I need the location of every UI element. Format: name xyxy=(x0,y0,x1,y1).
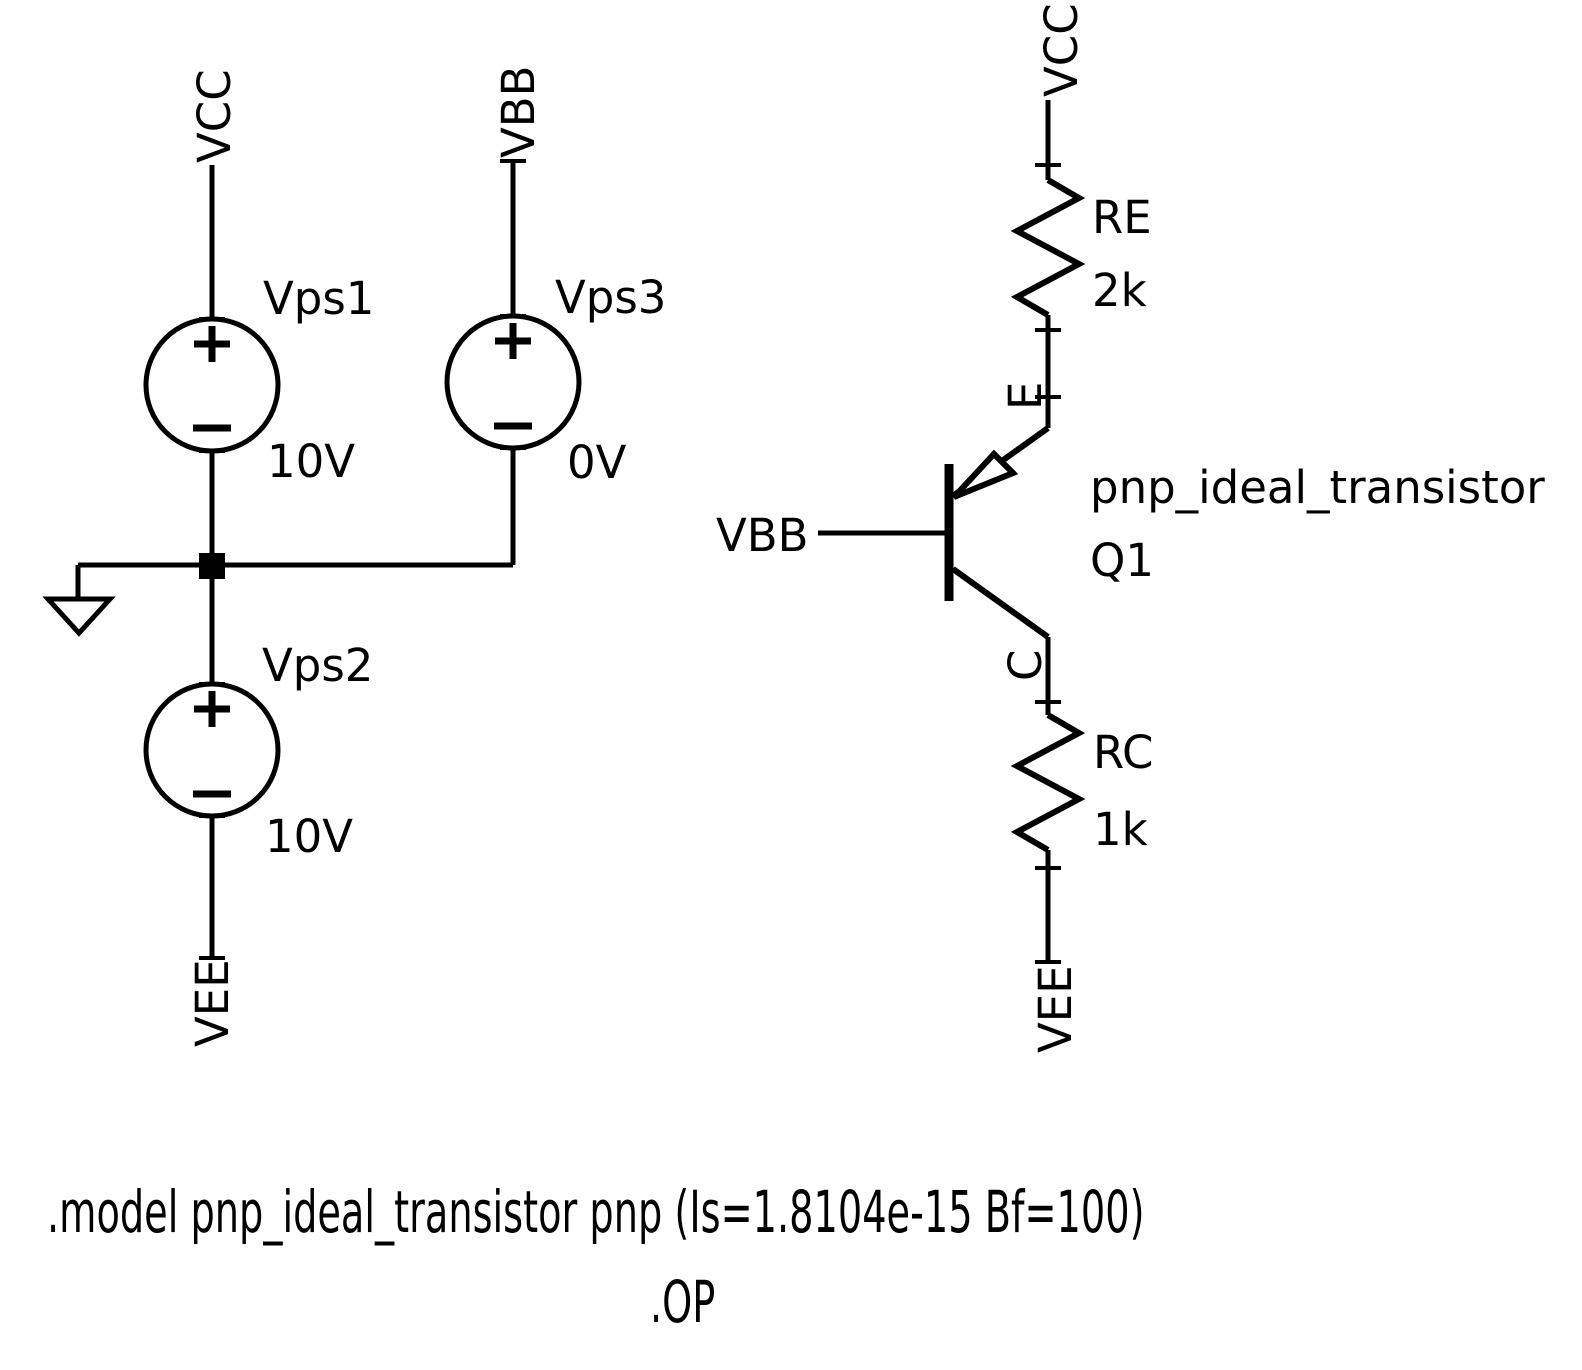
model-directive: .model pnp_ideal_transistor pnp (Is=1.81… xyxy=(47,1178,1145,1246)
op-directive: .OP xyxy=(650,1268,715,1336)
resistor-rc: RC 1k xyxy=(1010,712,1153,870)
ground-symbol xyxy=(42,565,116,637)
net-label-vbb-left: VBB xyxy=(492,65,545,158)
source-name: Vps2 xyxy=(262,639,373,692)
supply-section: VCC Vps1 10V xyxy=(42,65,666,1047)
transistor-designator: Q1 xyxy=(1090,534,1154,587)
collector-terminal-label: C xyxy=(999,650,1052,681)
source-name: Vps3 xyxy=(555,271,666,324)
voltage-source-vps1: Vps1 10V xyxy=(143,272,374,488)
pnp-emitter-arrow xyxy=(951,449,1019,500)
source-value: 0V xyxy=(567,436,627,489)
net-label-vee-right: VEE xyxy=(1029,965,1082,1053)
source-name: Vps1 xyxy=(263,272,374,325)
net-label-vee-left: VEE xyxy=(186,959,239,1047)
collector-lead xyxy=(951,566,1050,640)
source-value: 10V xyxy=(265,810,353,863)
voltage-source-vps2: Vps2 10V xyxy=(143,639,373,863)
resistor-name: RC xyxy=(1093,726,1153,779)
net-label-vcc-right: VCC xyxy=(1035,3,1088,97)
ground-triangle xyxy=(42,596,116,637)
resistor-value: 2k xyxy=(1092,264,1147,317)
resistor-value: 1k xyxy=(1093,803,1148,856)
transistor-model-label: pnp_ideal_transistor xyxy=(1090,461,1545,514)
transistor-section: VCC RE 2k E pnp_ideal_transistor Q1 VBB xyxy=(716,3,1545,1053)
resistor-zigzag xyxy=(1010,177,1086,318)
spice-directives: .model pnp_ideal_transistor pnp (Is=1.81… xyxy=(47,1178,1145,1336)
net-label-vbb-base: VBB xyxy=(716,509,809,562)
resistor-name: RE xyxy=(1092,191,1152,244)
source-value: 10V xyxy=(267,435,355,488)
pnp-transistor-q1: pnp_ideal_transistor Q1 xyxy=(944,425,1545,640)
net-label-vcc-left: VCC xyxy=(188,69,241,163)
voltage-source-vps3: Vps3 0V xyxy=(444,271,666,489)
resistor-zigzag xyxy=(1010,712,1086,853)
resistor-re: RE 2k xyxy=(1010,177,1152,332)
emitter-terminal-label: E xyxy=(999,382,1052,410)
